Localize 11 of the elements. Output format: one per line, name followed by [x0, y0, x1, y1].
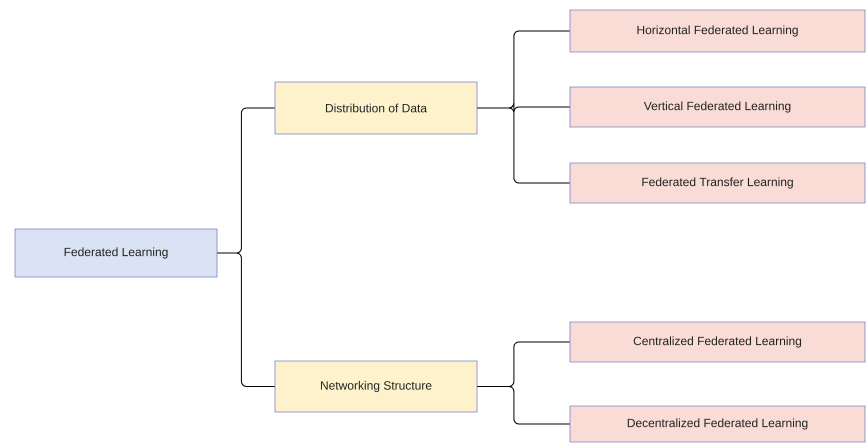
category-box: Distribution of Data: [274, 82, 478, 134]
leaf-box: Horizontal Federated Learning: [570, 10, 866, 52]
connector: [216, 252, 276, 387]
connector: [476, 107, 570, 184]
connector: [476, 386, 570, 424]
root-box: Federated Learning: [14, 228, 218, 278]
leaf-box: Vertical Federated Learning: [570, 86, 866, 128]
leaf-box: Centralized Federated Learning: [570, 322, 866, 362]
category-box: Networking Structure: [274, 360, 478, 412]
leaf-box: Decentralized Federated Learning: [570, 406, 866, 442]
leaf-box: Federated Transfer Learning: [570, 162, 866, 204]
